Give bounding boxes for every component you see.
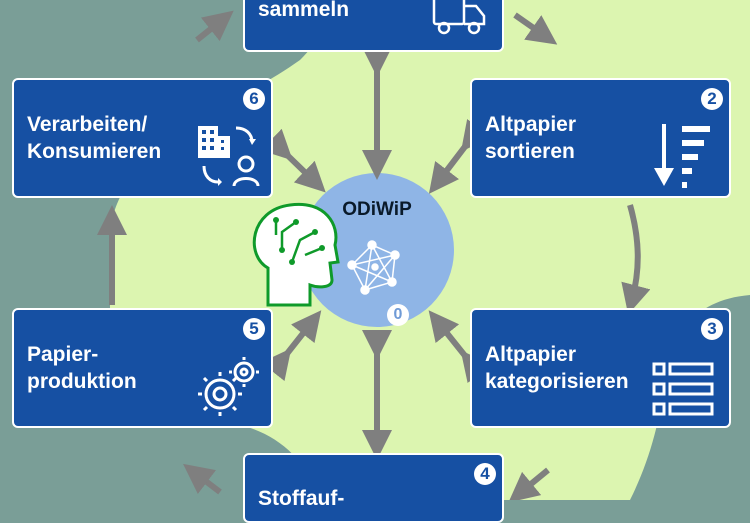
- step-label-5: Papier- produktion: [27, 343, 137, 393]
- link-arrow-6: [260, 128, 326, 193]
- buildings-consumer-icon: [198, 126, 260, 187]
- brain-head-icon: [252, 202, 340, 307]
- gears-icon: [198, 357, 259, 416]
- step-label-3: Altpapier kategorisieren: [485, 343, 629, 393]
- link-arrow-2: [428, 118, 492, 194]
- step-box-1[interactable]: sammeln: [243, 0, 504, 52]
- network-icon: [347, 240, 400, 295]
- cycle-arrow-bottom-left: [183, 463, 222, 495]
- list-icon: [652, 362, 714, 416]
- sort-descending-icon: [654, 124, 710, 188]
- step-number-3: 3: [701, 318, 723, 340]
- step-number-2: 2: [701, 88, 723, 110]
- truck-icon: [432, 0, 486, 35]
- step-number-4: 4: [474, 463, 496, 485]
- center-number-badge: 0: [387, 304, 409, 326]
- step-box-6[interactable]: 6 Verarbeiten/ Konsumieren: [12, 78, 273, 198]
- step-box-3[interactable]: 3 Altpapier kategorisieren: [470, 308, 731, 428]
- step-label-1: sammeln: [258, 0, 350, 21]
- step-number-6: 6: [243, 88, 265, 110]
- center-title: ODiWiP: [342, 199, 412, 220]
- link-arrow-3: [428, 310, 492, 384]
- cycle-arrow-bottom-right: [508, 467, 550, 500]
- step-box-5[interactable]: 5 Papier- produktion: [12, 308, 273, 428]
- step-label-4: Stoffauf-: [258, 487, 345, 510]
- cycle-arrow-top-right: [513, 12, 558, 45]
- step-label-6: Verarbeiten/ Konsumieren: [27, 113, 162, 163]
- step-box-2[interactable]: 2 Altpapier sortieren: [470, 78, 731, 198]
- step-label-2: Altpapier sortieren: [485, 113, 577, 163]
- step-box-4[interactable]: 4 Stoffauf-: [243, 453, 504, 523]
- step-number-5: 5: [243, 318, 265, 340]
- cycle-arrow-top-left: [195, 10, 234, 43]
- cycle-arrow-right: [621, 204, 651, 315]
- center-circle: [300, 173, 454, 327]
- link-arrow-5: [260, 310, 322, 382]
